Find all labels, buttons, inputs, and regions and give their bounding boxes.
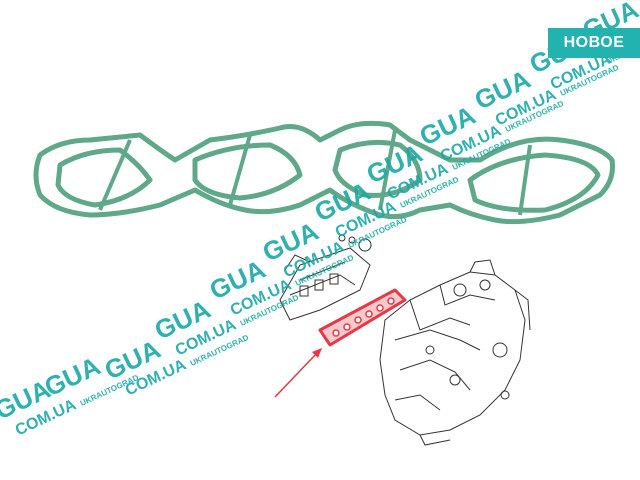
- highlighted-gasket: [318, 288, 407, 347]
- engine-illustration: [379, 259, 531, 446]
- gasket-port-1: [55, 147, 153, 208]
- gasket-port-4: [467, 152, 601, 213]
- intake-manifold-illustration: [279, 234, 372, 321]
- gasket-port-2: [192, 142, 303, 201]
- gasket-illustration: [33, 120, 615, 225]
- new-badge: НОВОЕ: [548, 28, 640, 58]
- gasket-outer: [33, 120, 615, 225]
- gasket-port-3: [332, 139, 423, 198]
- pointer-arrow-icon: [274, 348, 322, 398]
- watermark: GUA GUA COM.UA UKRAUTOGRAD GUA COM.UA UK…: [0, 0, 640, 439]
